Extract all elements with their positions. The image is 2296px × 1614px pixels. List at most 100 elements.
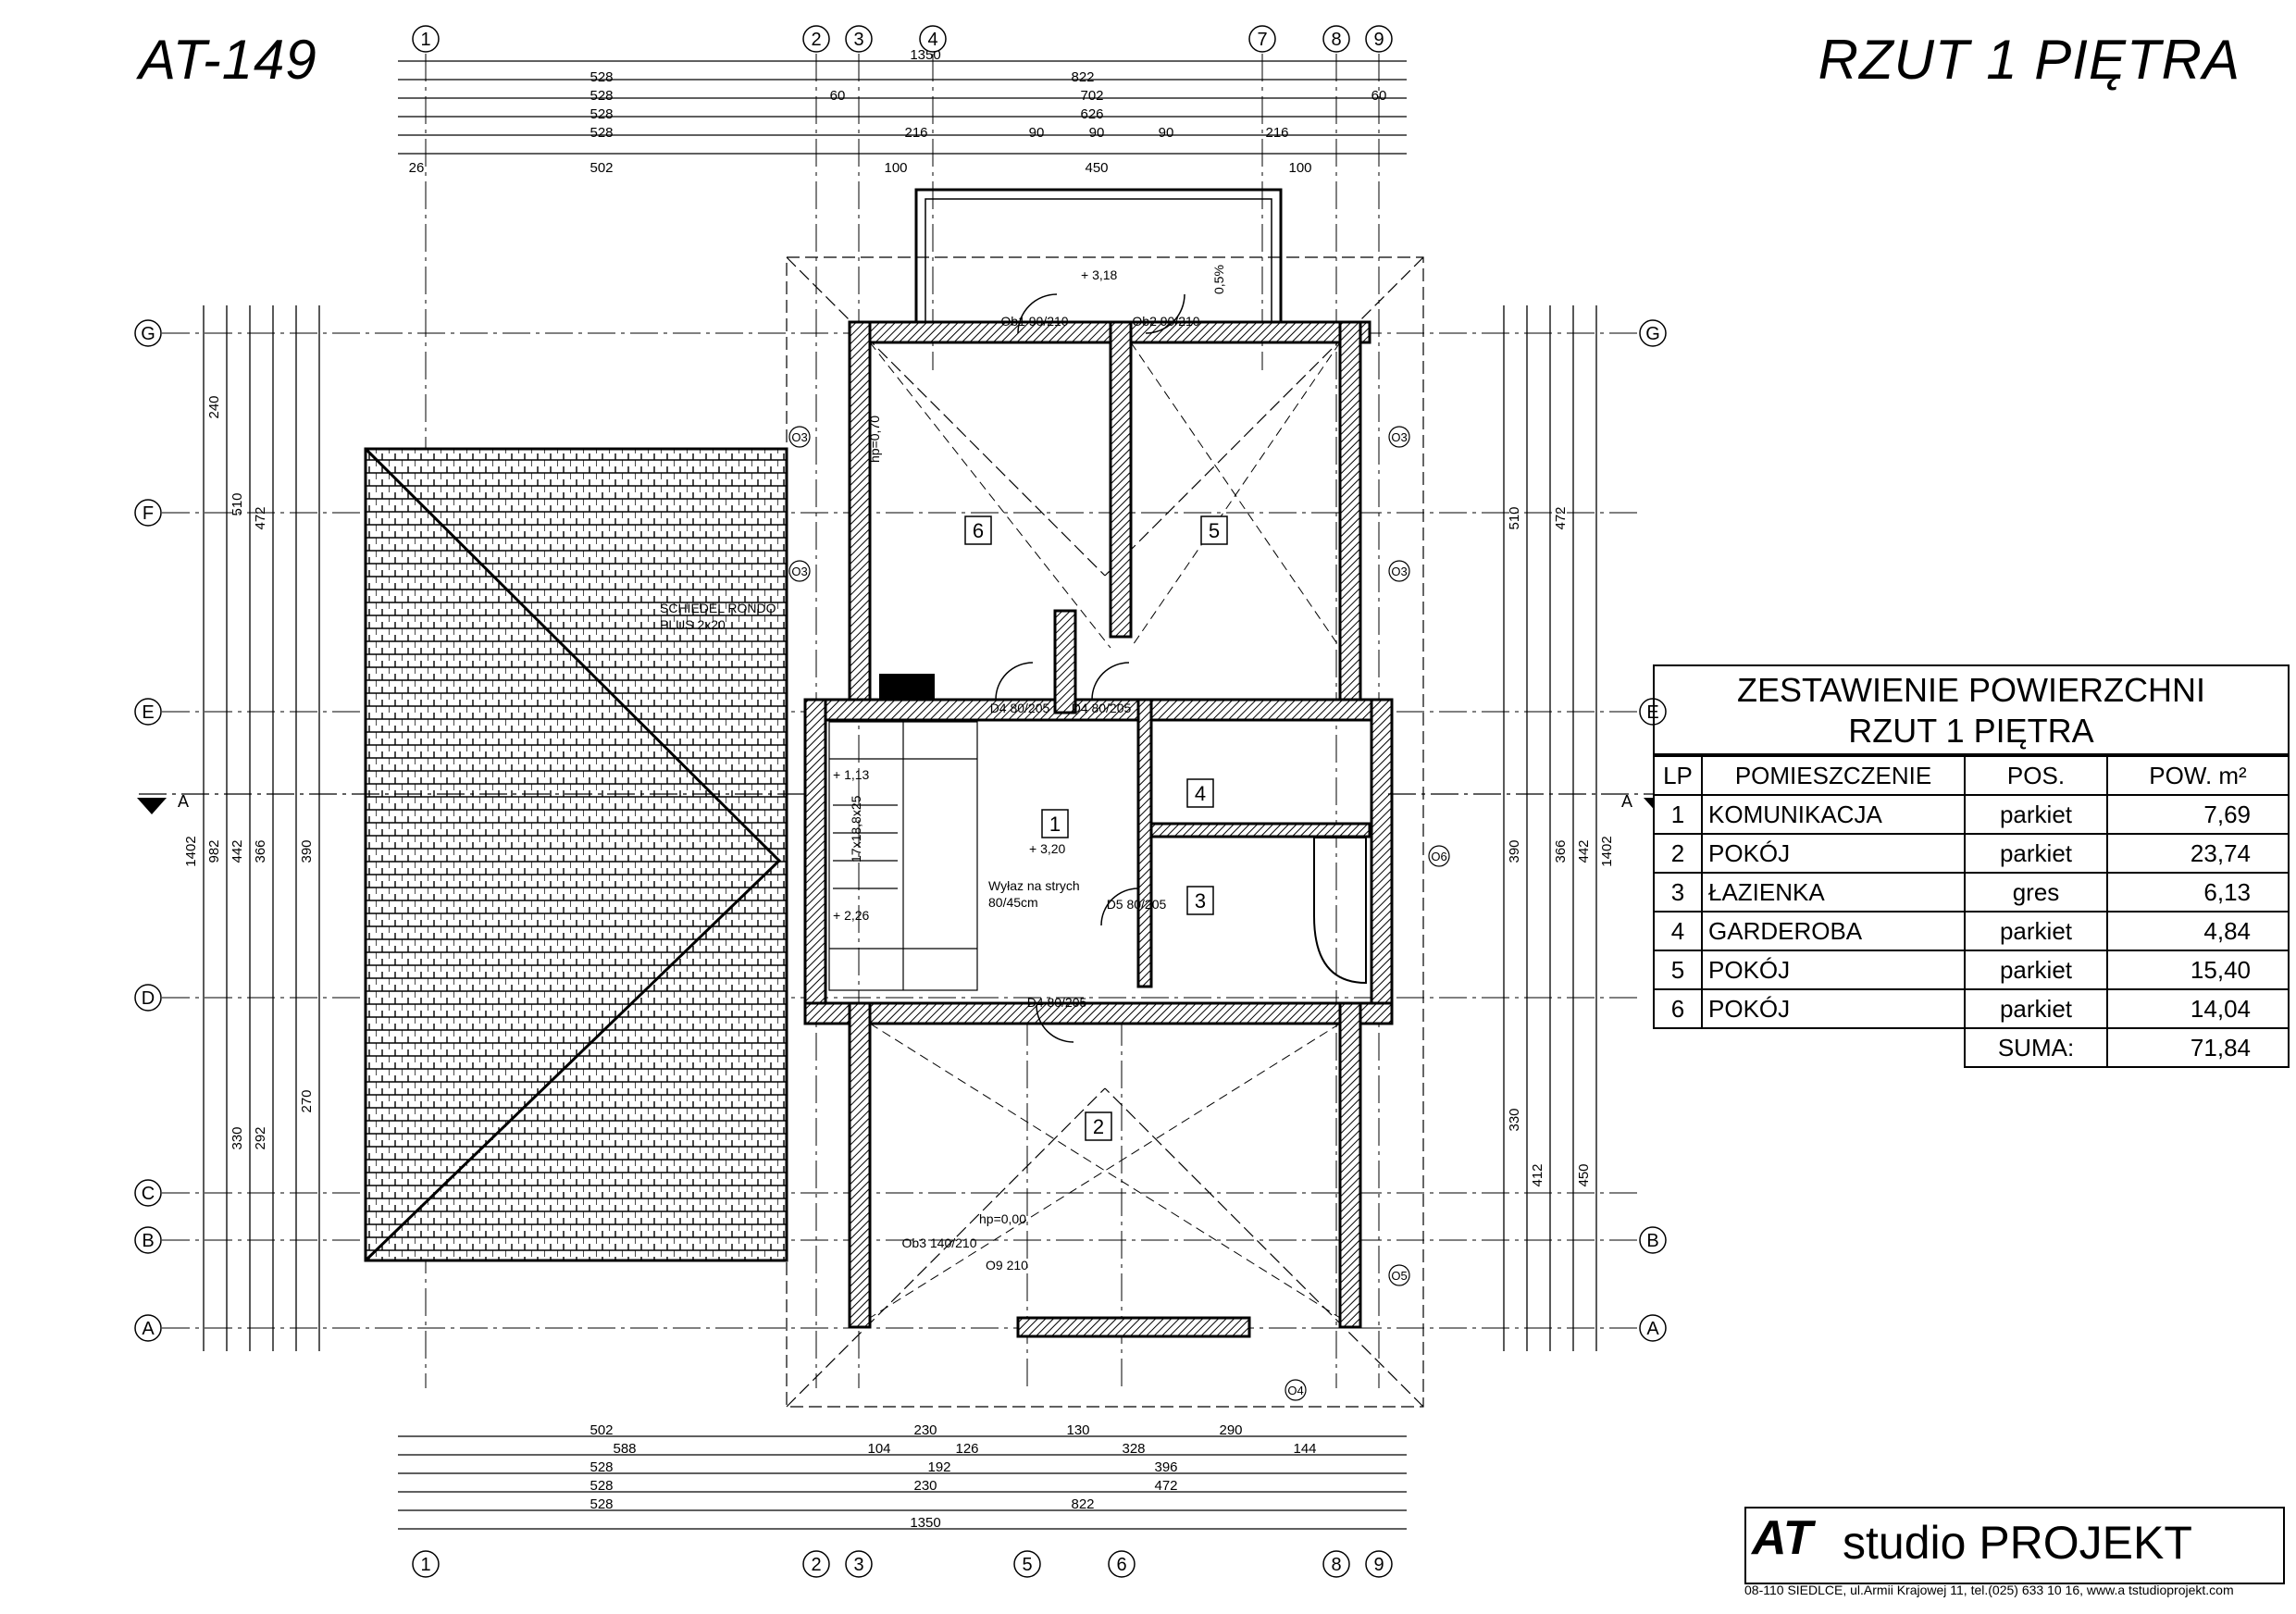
dim-l-510: 510 — [230, 492, 245, 515]
dim-l-366: 366 — [253, 839, 268, 863]
sum-label: SUMA: — [1964, 1027, 2108, 1068]
axis-b-left: B — [142, 1231, 154, 1251]
drawing-code: AT-149 — [139, 29, 317, 91]
dim-b-130: 130 — [1066, 1422, 1089, 1438]
room-6-label: 6 — [973, 519, 984, 542]
dim-528c: 528 — [590, 106, 613, 122]
axis-g-right: G — [1645, 324, 1660, 344]
table-header-row: LP POMIESZCZENIE POS. POW. m² — [1653, 755, 2290, 796]
header-lp: LP — [1653, 755, 1703, 796]
cell-room: POKÓJ — [1701, 950, 1966, 990]
dim-l-442: 442 — [230, 839, 245, 863]
window-o3-d: O3 — [1391, 565, 1407, 578]
opening-d4-b: D4 80/205 — [1072, 701, 1132, 715]
dim-216: 216 — [904, 125, 927, 141]
dim-l-390: 390 — [299, 839, 315, 863]
dim-r-450: 450 — [1576, 1163, 1592, 1186]
dim-b-1350: 1350 — [910, 1515, 940, 1531]
dim-b-822: 822 — [1071, 1496, 1094, 1512]
attic-hatch-size: 80/45cm — [988, 895, 1038, 910]
axis-8-top: 8 — [1331, 30, 1341, 50]
dim-l-270: 270 — [299, 1089, 315, 1112]
stairs — [828, 721, 978, 991]
cell-room: POKÓJ — [1701, 833, 1966, 874]
window-o5: O5 — [1391, 1269, 1407, 1283]
axis-7-top: 7 — [1257, 30, 1267, 50]
chimney-block — [879, 674, 935, 700]
dim-b-528b: 528 — [590, 1478, 613, 1494]
window-o4: O4 — [1287, 1384, 1303, 1397]
dim-l-472: 472 — [253, 506, 268, 529]
cell-floor: parkiet — [1964, 950, 2108, 990]
dim-l-982: 982 — [206, 839, 222, 863]
section-a-left: A — [178, 792, 189, 811]
opening-d4-c: D4 80/205 — [1027, 995, 1087, 1010]
axis-2-top: 2 — [811, 30, 821, 50]
drawing-title: RZUT 1 PIĘTRA — [1818, 29, 2240, 91]
cell-floor: parkiet — [1964, 833, 2108, 874]
cell-floor: parkiet — [1964, 988, 2108, 1029]
dim-r-510: 510 — [1507, 506, 1522, 529]
studio-logo: AT studio PROJEKT — [1744, 1507, 2285, 1584]
dim-b-502: 502 — [590, 1422, 613, 1438]
room-3-label: 3 — [1195, 889, 1206, 913]
area-table-caption: ZESTAWIENIE POWIERZCHNI RZUT 1 PIĘTRA — [1653, 664, 2290, 755]
axis-8-bottom: 8 — [1331, 1555, 1341, 1575]
dim-450: 450 — [1085, 160, 1108, 176]
cell-area: 14,04 — [2106, 988, 2290, 1029]
window-o6: O6 — [1431, 850, 1446, 863]
axis-3-bottom: 3 — [853, 1555, 863, 1575]
table-sum-row: SUMA: 71,84 — [1654, 1027, 2290, 1068]
dim-r-366: 366 — [1553, 839, 1569, 863]
room-4-label: 4 — [1195, 782, 1206, 805]
axis-c-left: C — [142, 1184, 155, 1204]
axis-a-right: A — [1646, 1319, 1659, 1339]
axis-1-bottom: 1 — [420, 1555, 430, 1575]
opening-ob1: Ob1 90/210 — [1000, 314, 1068, 329]
table-row: 4 GARDEROBA parkiet 4,84 — [1653, 911, 2290, 951]
dim-r-330: 330 — [1507, 1108, 1522, 1131]
opening-o9: O9 210 — [986, 1258, 1028, 1273]
dim-r-442: 442 — [1576, 839, 1592, 863]
dim-b-192: 192 — [927, 1459, 950, 1475]
axis-9-bottom: 9 — [1373, 1555, 1384, 1575]
window-o3-a: O3 — [791, 430, 807, 444]
axis-9-top: 9 — [1373, 30, 1384, 50]
dim-l-292: 292 — [253, 1126, 268, 1149]
axis-grid — [162, 54, 1638, 1388]
window-o3-c: O3 — [1391, 430, 1407, 444]
window-o3-b: O3 — [791, 565, 807, 578]
bathtub — [1313, 837, 1367, 985]
elevation-hall: + 3,20 — [1029, 841, 1066, 856]
logo-name: studio PROJEKT — [1843, 1517, 2192, 1569]
elevation-stairs-2: + 2,26 — [833, 908, 870, 923]
dim-r-472: 472 — [1553, 506, 1569, 529]
cell-lp: 4 — [1653, 911, 1703, 951]
chimney-label-2: PLUS 2x20 — [660, 617, 726, 632]
dim-b-144: 144 — [1293, 1441, 1316, 1457]
dim-60b: 60 — [1371, 88, 1387, 104]
table-row: 2 POKÓJ parkiet 23,74 — [1653, 833, 2290, 874]
dim-702: 702 — [1080, 88, 1103, 104]
dim-100: 100 — [884, 160, 907, 176]
dim-b-104: 104 — [867, 1441, 890, 1457]
table-row: 3 ŁAZIENKA gres 6,13 — [1653, 872, 2290, 913]
area-table: LP POMIESZCZENIE POS. POW. m² 1 KOMUNIKA… — [1653, 755, 2296, 1068]
dim-b-396: 396 — [1154, 1459, 1177, 1475]
header-room: POMIESZCZENIE — [1701, 755, 1966, 796]
attic-hatch-label: Wyłaz na strych — [988, 878, 1080, 893]
logo-mark: AT — [1752, 1511, 1813, 1565]
dim-26: 26 — [409, 160, 425, 176]
cell-room: GARDEROBA — [1701, 911, 1966, 951]
cell-area: 15,40 — [2106, 950, 2290, 990]
dim-r-390: 390 — [1507, 839, 1522, 863]
room-5-label: 5 — [1209, 519, 1220, 542]
dim-l-1402: 1402 — [183, 836, 199, 866]
dim-b-230b: 230 — [913, 1478, 937, 1494]
dim-90c: 90 — [1159, 125, 1174, 141]
axis-e-left: E — [142, 702, 154, 723]
dimension-lines — [203, 60, 1597, 1530]
area-table-title: ZESTAWIENIE POWIERZCHNI — [1736, 671, 2205, 709]
axis-d-left: D — [142, 988, 155, 1009]
dim-r-412: 412 — [1530, 1163, 1545, 1186]
